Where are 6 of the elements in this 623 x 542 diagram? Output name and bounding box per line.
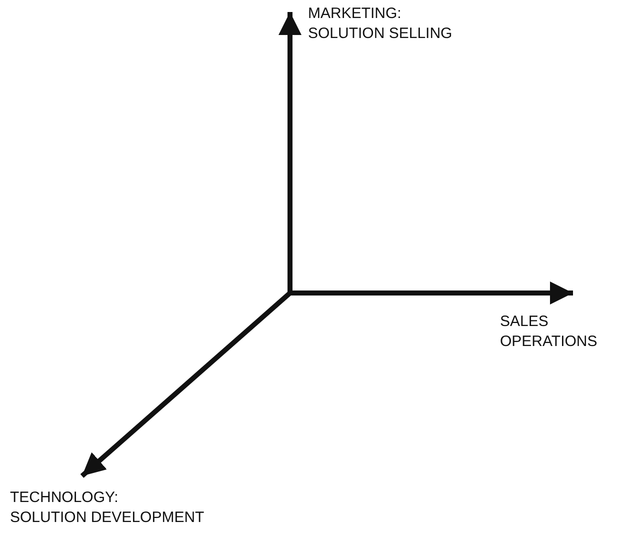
axis-label: TECHNOLOGY: SOLUTION DEVELOPMENT <box>10 488 204 528</box>
axis-label: MARKETING: SOLUTION SELLING <box>308 4 452 44</box>
arrow <box>80 291 292 478</box>
axis-label: SALES OPERATIONS <box>500 312 598 352</box>
arrow <box>278 12 302 293</box>
arrow <box>290 282 573 304</box>
